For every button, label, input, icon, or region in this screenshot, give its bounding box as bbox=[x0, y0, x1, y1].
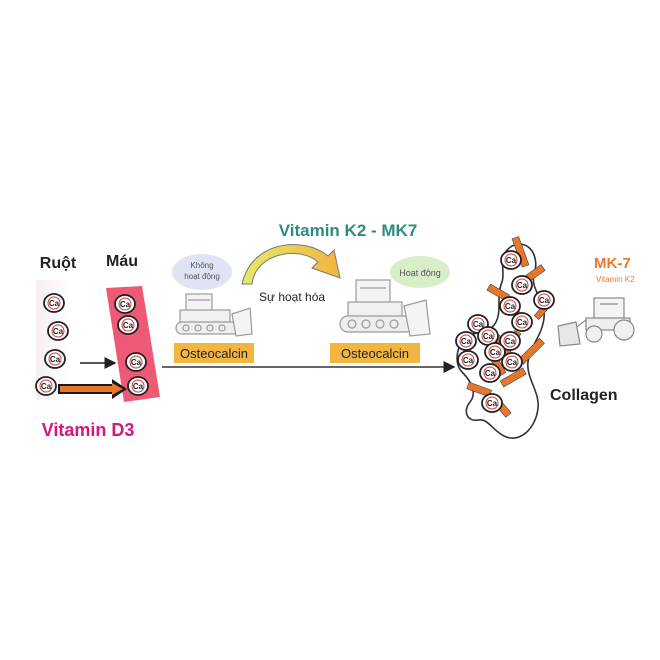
calcium-icon: Ca bbox=[126, 353, 146, 371]
calcium-icon: Ca bbox=[501, 251, 521, 269]
svg-text:Ca: Ca bbox=[517, 318, 528, 327]
calcium-icon: Ca bbox=[480, 364, 500, 382]
svg-text:Ca: Ca bbox=[517, 281, 528, 290]
activation-label: Sự hoạt hóa bbox=[259, 290, 325, 304]
bulldozer-icon bbox=[340, 280, 430, 336]
svg-text:Ca: Ca bbox=[473, 320, 484, 329]
svg-text:Ca: Ca bbox=[133, 382, 144, 391]
calcium-icon: Ca bbox=[48, 322, 68, 340]
svg-text:Ca: Ca bbox=[507, 358, 518, 367]
svg-text:Ca: Ca bbox=[487, 399, 498, 408]
svg-text:Ca: Ca bbox=[120, 300, 131, 309]
bulldozer-icon bbox=[176, 294, 252, 336]
calcium-icon: Ca bbox=[45, 350, 65, 368]
osteocalcin-active-label: Osteocalcin bbox=[341, 346, 409, 361]
svg-text:Ca: Ca bbox=[461, 337, 472, 346]
svg-text:Ca: Ca bbox=[53, 327, 64, 336]
active-label: Hoạt động bbox=[399, 268, 441, 278]
svg-text:Ca: Ca bbox=[49, 299, 60, 308]
svg-text:Ca: Ca bbox=[123, 321, 134, 330]
osteocalcin-inactive-label: Osteocalcin bbox=[180, 346, 248, 361]
vitamin-d3-label: Vitamin D3 bbox=[42, 420, 135, 440]
calcium-icon: Ca bbox=[44, 294, 64, 312]
calcium-icon: Ca bbox=[512, 313, 532, 331]
calcium-icon: Ca bbox=[118, 316, 138, 334]
mk7-label: MK-7 bbox=[594, 255, 631, 272]
calcium-icon: Ca bbox=[482, 394, 502, 412]
svg-text:Ca: Ca bbox=[131, 358, 142, 367]
svg-text:Ca: Ca bbox=[50, 355, 61, 364]
calcium-icon: Ca bbox=[534, 291, 554, 309]
svg-text:Ca: Ca bbox=[490, 348, 501, 357]
intestine-label: Ruột bbox=[40, 255, 77, 272]
svg-text:Ca: Ca bbox=[505, 302, 516, 311]
svg-text:Ca: Ca bbox=[463, 356, 474, 365]
loader-icon bbox=[558, 298, 634, 346]
svg-text:Ca: Ca bbox=[505, 337, 516, 346]
calcium-icon: Ca bbox=[36, 377, 56, 395]
calcium-icon: Ca bbox=[512, 276, 532, 294]
svg-text:Ca: Ca bbox=[539, 296, 550, 305]
inactive-label: Không bbox=[190, 261, 213, 270]
calcium-icon: Ca bbox=[456, 332, 476, 350]
blood-label: Máu bbox=[106, 253, 138, 270]
inactive-label-line2: hoạt động bbox=[184, 272, 220, 281]
curved-arrow-icon bbox=[242, 244, 340, 284]
svg-text:Ca: Ca bbox=[41, 382, 52, 391]
calcium-icon: Ca bbox=[128, 377, 148, 395]
mk7-sub-label: Vitamin K2 bbox=[596, 275, 635, 284]
calcium-icon: Ca bbox=[500, 297, 520, 315]
diagram-title: Vitamin K2 - MK7 bbox=[279, 221, 418, 240]
svg-text:Ca: Ca bbox=[485, 369, 496, 378]
calcium-icon: Ca bbox=[115, 295, 135, 313]
svg-text:Ca: Ca bbox=[483, 332, 494, 341]
svg-text:Ca: Ca bbox=[506, 256, 517, 265]
calcium-icon: Ca bbox=[458, 351, 478, 369]
collagen-label: Collagen bbox=[550, 387, 618, 404]
calcium-icon: Ca bbox=[502, 353, 522, 371]
